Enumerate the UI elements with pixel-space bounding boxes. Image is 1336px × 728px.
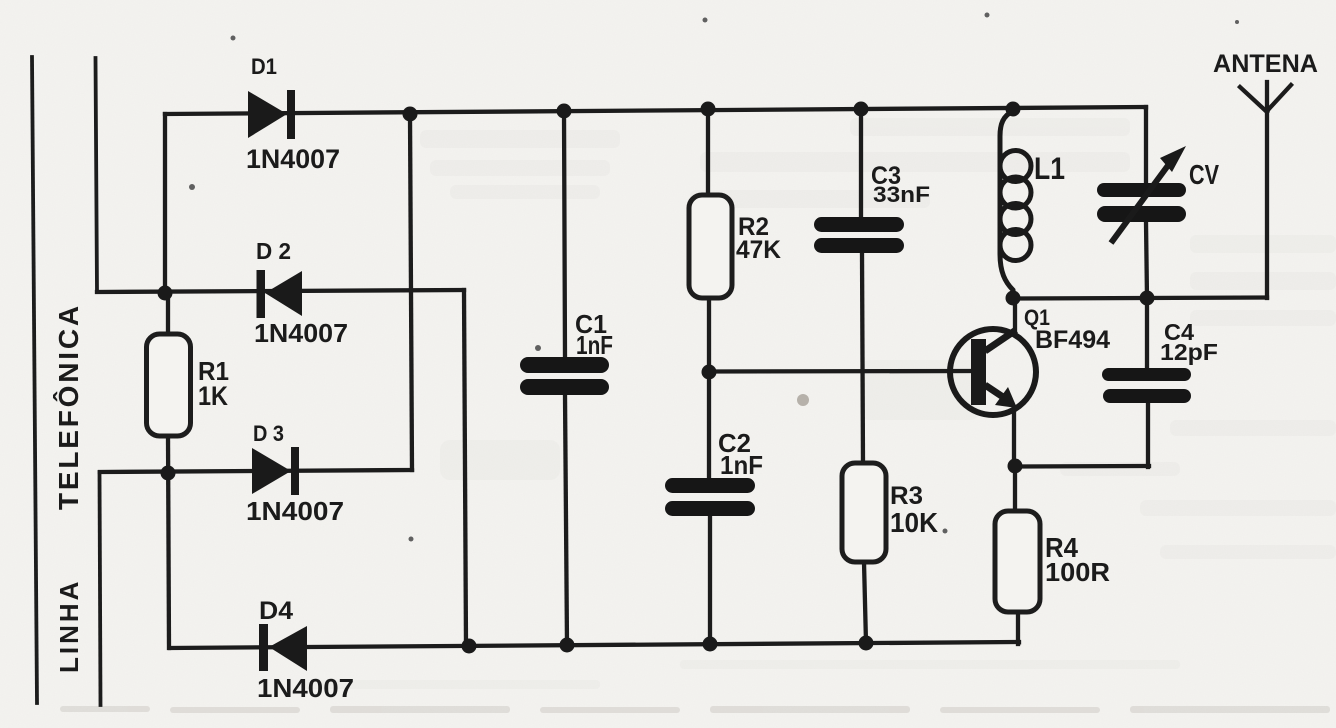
svg-text:D4: D4: [259, 597, 293, 625]
svg-text:47K: 47K: [736, 236, 781, 264]
svg-text:R1: R1: [198, 356, 229, 386]
svg-text:1N4007: 1N4007: [246, 144, 340, 174]
svg-text:1N4007: 1N4007: [254, 318, 348, 348]
svg-text:100R: 100R: [1045, 557, 1110, 587]
svg-text:ANTENA: ANTENA: [1213, 50, 1318, 78]
svg-text:D 3: D 3: [253, 421, 284, 446]
svg-text:C1: C1: [575, 309, 607, 339]
svg-text:R4: R4: [1045, 532, 1078, 563]
svg-text:R3: R3: [890, 482, 923, 510]
svg-text:12pF: 12pF: [1160, 339, 1218, 365]
svg-text:C2: C2: [718, 428, 751, 458]
svg-text:C4: C4: [1164, 319, 1194, 345]
svg-text:33nF: 33nF: [873, 182, 930, 207]
svg-text:10K: 10K: [890, 507, 938, 538]
svg-text:1N4007: 1N4007: [246, 496, 344, 526]
svg-text:1nF: 1nF: [720, 450, 763, 480]
svg-text:R2: R2: [738, 213, 769, 241]
svg-text:BF494: BF494: [1035, 326, 1110, 354]
svg-text:L1: L1: [1034, 150, 1065, 186]
svg-text:D 2: D 2: [256, 238, 291, 264]
svg-text:1nF: 1nF: [576, 330, 613, 360]
svg-text:Q1: Q1: [1024, 305, 1050, 330]
svg-text:TELEFÔNICA: TELEFÔNICA: [52, 303, 84, 510]
svg-text:D1: D1: [251, 54, 277, 79]
svg-text:C3: C3: [871, 162, 901, 190]
svg-text:LINHA: LINHA: [54, 579, 84, 673]
svg-text:1K: 1K: [198, 381, 228, 411]
svg-text:CV: CV: [1189, 159, 1220, 190]
svg-text:1N4007: 1N4007: [257, 675, 354, 703]
